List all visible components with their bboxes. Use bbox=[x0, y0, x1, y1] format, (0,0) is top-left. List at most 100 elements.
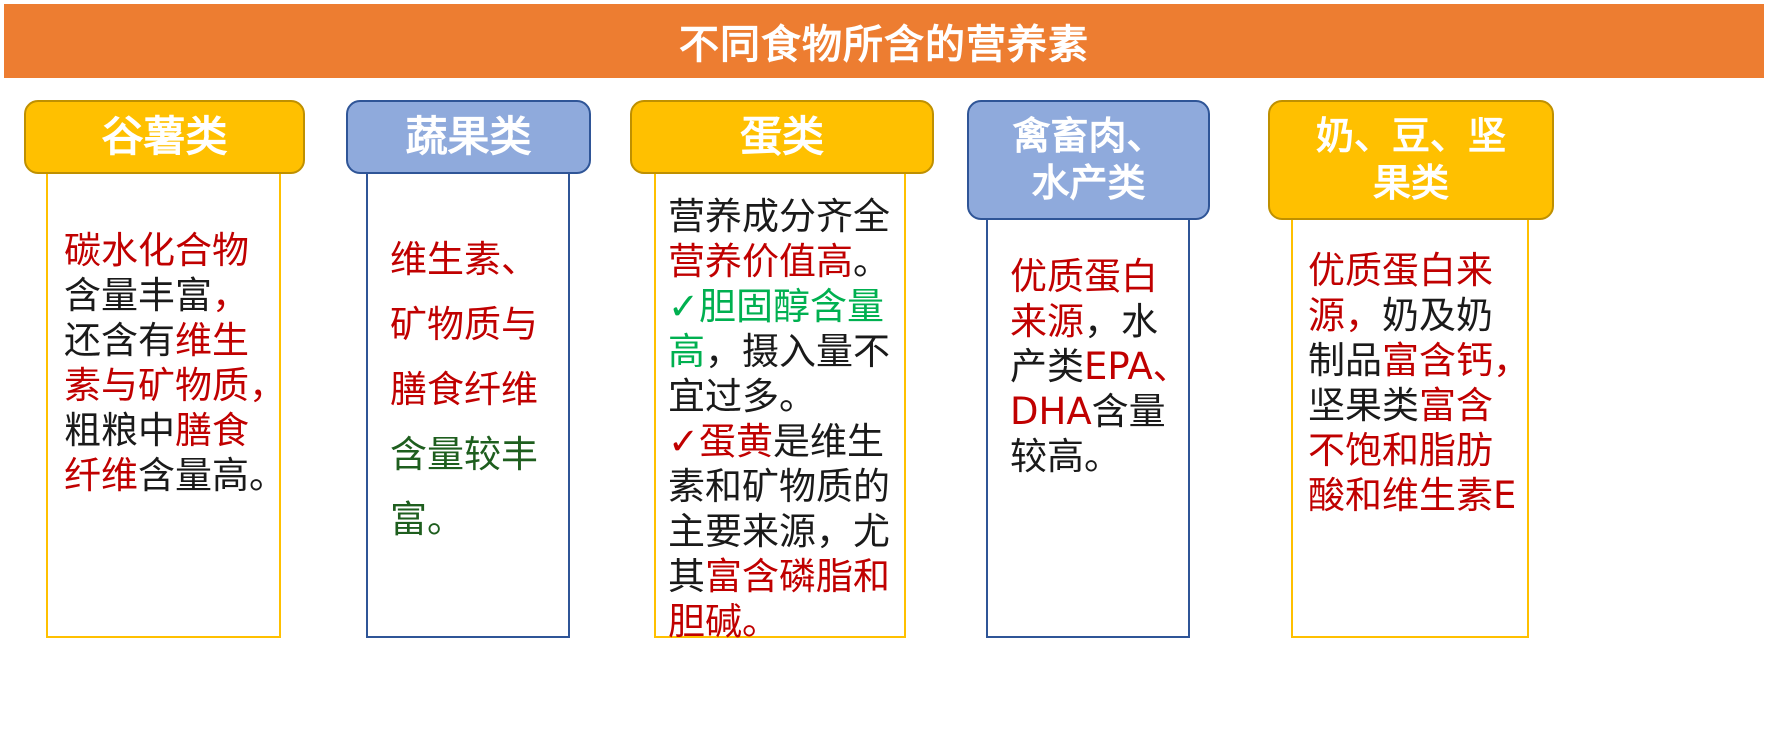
card-header-line: 蛋类 bbox=[739, 111, 824, 161]
text-segment: 来源 bbox=[1010, 300, 1084, 343]
text-line: 酸和维生素E bbox=[1308, 473, 1530, 518]
text-segment: 制品 bbox=[1308, 339, 1382, 382]
text-segment: 富含钙， bbox=[1382, 339, 1530, 382]
text-segment: 优质蛋白来 bbox=[1308, 249, 1493, 292]
card-text: 营养成分齐全 营养价值高。 ✓胆固醇含量 高，摄入量不 宜过多。 ✓蛋黄是维生 … bbox=[668, 194, 890, 644]
card-text: 维生素、 矿物质与 膳食纤维 含量较丰 富。 bbox=[390, 227, 538, 552]
text-segment: EPA、 bbox=[1084, 345, 1190, 388]
text-line: ✓蛋黄是维生 bbox=[668, 419, 890, 464]
text-segment: 其 bbox=[668, 555, 705, 598]
text-segment: 粗粮中 bbox=[64, 409, 175, 452]
text-line: 源，奶及奶 bbox=[1308, 293, 1530, 338]
text-segment: 矿物质与 bbox=[390, 303, 538, 346]
text-segment: 高 bbox=[668, 330, 705, 373]
text-segment: 主要来源，尤 bbox=[668, 510, 890, 553]
text-segment: 。 bbox=[853, 240, 890, 283]
text-segment: 含量较丰 bbox=[390, 433, 538, 476]
card-body bbox=[46, 172, 281, 638]
text-segment: 富。 bbox=[390, 498, 464, 541]
card-header-line: 果类 bbox=[1372, 161, 1449, 205]
text-segment: 含量 bbox=[1091, 390, 1166, 433]
text-line: 高，摄入量不 bbox=[668, 329, 890, 374]
text-segment: 富含磷脂和 bbox=[705, 555, 890, 598]
text-segment: ，水 bbox=[1084, 300, 1158, 343]
text-segment: 素和矿物质的 bbox=[668, 465, 890, 508]
card-header: 禽畜肉、 水产类 bbox=[967, 100, 1210, 220]
card-header-line: 谷薯类 bbox=[101, 111, 228, 161]
text-line: 坚果类富含 bbox=[1308, 383, 1530, 428]
text-segment: 含量高。 bbox=[138, 454, 286, 497]
card-header-line: 奶、豆、坚 bbox=[1315, 113, 1506, 158]
text-segment: 宜过多。 bbox=[668, 375, 816, 418]
text-line: 来源，水 bbox=[1010, 299, 1190, 344]
text-line: 营养成分齐全 bbox=[668, 194, 890, 239]
text-segment: 维生 bbox=[175, 319, 249, 362]
text-segment: 胆碱。 bbox=[668, 600, 779, 643]
card-text: 优质蛋白来 源，奶及奶 制品富含钙， 坚果类富含 不饱和脂肪 酸和维生素E bbox=[1308, 248, 1530, 518]
text-segment: 维生素、 bbox=[390, 238, 538, 281]
text-line: 不饱和脂肪 bbox=[1308, 428, 1530, 473]
text-line: 营养价值高。 bbox=[668, 239, 890, 284]
text-line: 制品富含钙， bbox=[1308, 338, 1530, 383]
text-segment: 富含 bbox=[1419, 384, 1493, 427]
text-line: 素与矿物质， bbox=[64, 363, 286, 408]
text-line: 还含有维生 bbox=[64, 318, 286, 363]
text-segment: 奶及奶 bbox=[1382, 294, 1493, 337]
text-line: 其富含磷脂和 bbox=[668, 554, 890, 599]
text-line: 优质蛋白来 bbox=[1308, 248, 1530, 293]
text-line: 含量较丰 bbox=[390, 422, 538, 487]
text-segment: 碳水化合物 bbox=[64, 229, 249, 272]
text-line: 主要来源，尤 bbox=[668, 509, 890, 554]
card-body bbox=[654, 172, 906, 638]
text-segment: 营养价值高 bbox=[668, 240, 853, 283]
text-segment: DHA bbox=[1010, 390, 1092, 433]
text-line: 产类EPA、 bbox=[1010, 344, 1190, 389]
text-segment: ✓胆固醇含量 bbox=[668, 285, 885, 328]
text-line: 宜过多。 bbox=[668, 374, 890, 419]
text-line: 纤维含量高。 bbox=[64, 453, 286, 498]
text-segment: 膳食 bbox=[175, 409, 249, 452]
text-segment: 坚果类 bbox=[1308, 384, 1419, 427]
text-segment: 是维生 bbox=[773, 420, 885, 463]
text-line: 碳水化合物 bbox=[64, 228, 286, 273]
card-header-line: 蔬果类 bbox=[405, 111, 532, 161]
text-segment: 产类 bbox=[1010, 345, 1084, 388]
card-header: 蔬果类 bbox=[346, 100, 591, 174]
text-line: 优质蛋白 bbox=[1010, 254, 1190, 299]
text-line: 胆碱。 bbox=[668, 599, 890, 644]
text-line: 粗粮中膳食 bbox=[64, 408, 286, 453]
text-line: 膳食纤维 bbox=[390, 357, 538, 422]
card-header-line: 水产类 bbox=[1031, 161, 1146, 205]
text-line: ✓胆固醇含量 bbox=[668, 284, 890, 329]
card-header: 奶、豆、坚 果类 bbox=[1268, 100, 1554, 220]
card-text: 碳水化合物 含量丰富， 还含有维生 素与矿物质， 粗粮中膳食 纤维含量高。 bbox=[64, 228, 286, 498]
text-segment: ， bbox=[212, 274, 249, 317]
text-line: 素和矿物质的 bbox=[668, 464, 890, 509]
card-text: 优质蛋白 来源，水 产类EPA、 DHA含量 较高。 bbox=[1010, 254, 1190, 479]
text-segment: 纤维 bbox=[64, 454, 138, 497]
text-line: 含量丰富， bbox=[64, 273, 286, 318]
card-header-line: 禽畜肉、 bbox=[1012, 113, 1165, 158]
card-header: 谷薯类 bbox=[24, 100, 305, 174]
card-header: 蛋类 bbox=[630, 100, 934, 174]
page-title: 不同食物所含的营养素 bbox=[679, 22, 1089, 68]
text-line: 维生素、 bbox=[390, 227, 538, 292]
text-segment: 源， bbox=[1308, 294, 1382, 337]
text-segment: 不饱和脂肪 bbox=[1308, 429, 1493, 472]
text-segment: 酸和维生素E bbox=[1308, 474, 1517, 517]
text-segment: 较高。 bbox=[1010, 435, 1121, 478]
text-line: DHA含量 bbox=[1010, 389, 1190, 434]
text-segment: 含量丰富 bbox=[64, 274, 212, 317]
text-segment: 素与矿物质， bbox=[64, 364, 286, 407]
text-line: 富。 bbox=[390, 487, 538, 552]
text-segment: 膳食纤维 bbox=[390, 368, 538, 411]
text-segment: ✓蛋黄 bbox=[668, 420, 774, 463]
card-body bbox=[1291, 218, 1529, 638]
card-body bbox=[986, 218, 1190, 638]
title-banner: 不同食物所含的营养素 bbox=[4, 4, 1764, 78]
text-segment: ，摄入量不 bbox=[705, 330, 890, 373]
text-line: 较高。 bbox=[1010, 434, 1190, 479]
text-segment: 还含有 bbox=[64, 319, 175, 362]
text-line: 矿物质与 bbox=[390, 292, 538, 357]
text-segment: 营养成分齐全 bbox=[668, 195, 890, 238]
